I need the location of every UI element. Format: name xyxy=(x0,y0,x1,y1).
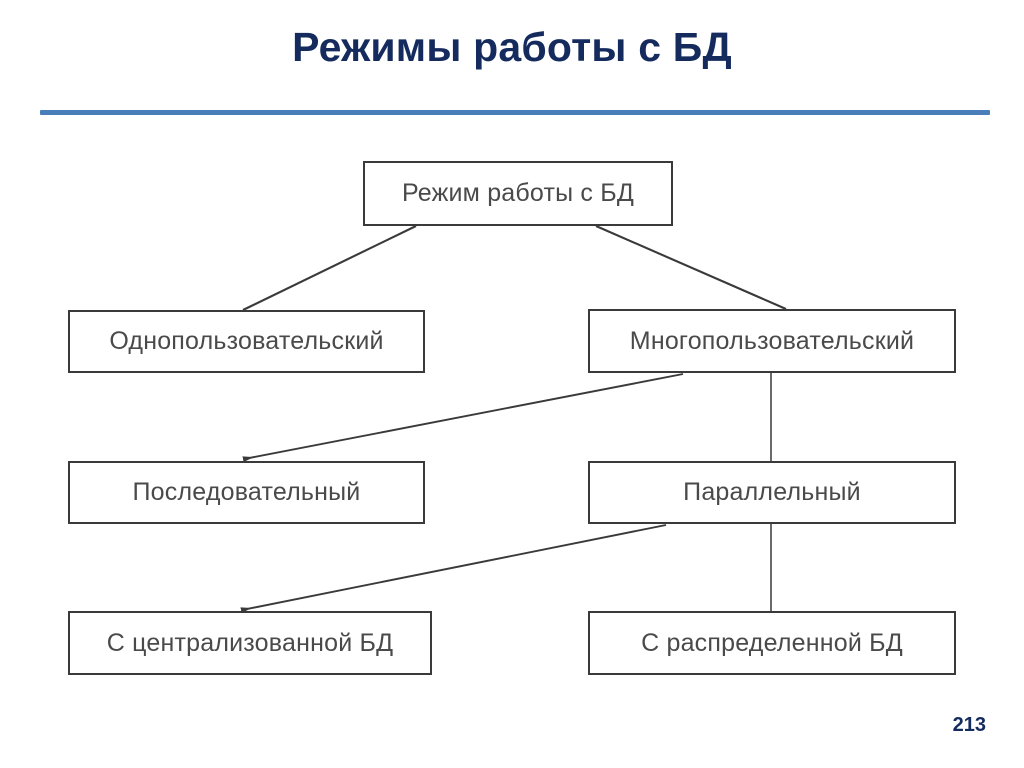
node-single-user[interactable]: Однопользовательский xyxy=(68,310,425,373)
node-sequential[interactable]: Последовательный xyxy=(68,461,425,524)
node-centralized-db-label: С централизованной БД xyxy=(106,628,394,657)
node-sequential-label: Последовательный xyxy=(132,478,361,506)
node-distributed-db-label: С распределенной БД xyxy=(641,628,903,657)
node-parallel[interactable]: Параллельный xyxy=(588,461,956,524)
node-parallel-label: Параллельный xyxy=(683,478,861,506)
node-single-user-label: Однопользовательский xyxy=(109,327,384,355)
node-centralized-db[interactable]: С централизованной БД xyxy=(68,611,432,675)
node-root-label: Режим работы с БД xyxy=(401,179,635,207)
edge-root-to-single xyxy=(242,225,417,311)
node-multi-user[interactable]: Многопользовательский xyxy=(588,309,956,373)
page-title: Режимы работы с БД xyxy=(292,24,732,70)
node-multi-user-label: Многопользовательский xyxy=(629,326,915,355)
node-distributed-db[interactable]: С распределенной БД xyxy=(588,611,956,675)
page-number: 213 xyxy=(952,714,986,736)
edge-parallel-to-centralized xyxy=(240,524,667,614)
edge-root-to-multi xyxy=(595,225,787,310)
edge-multi-to-sequential xyxy=(242,373,684,463)
node-root[interactable]: Режим работы с БД xyxy=(363,161,673,226)
title-divider xyxy=(40,110,990,115)
